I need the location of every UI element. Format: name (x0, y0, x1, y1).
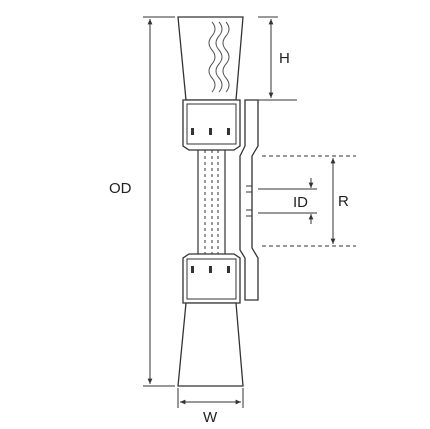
id-label: ID (293, 194, 308, 211)
lower-filament-bundle (177, 302, 244, 387)
side-plate (239, 99, 259, 301)
h-label: H (279, 50, 290, 67)
lower-retaining-cup (182, 253, 241, 304)
id-dimension (258, 178, 317, 224)
od-label: OD (109, 180, 132, 197)
w-label: W (203, 409, 218, 426)
upper-filament-bundle (177, 16, 244, 101)
r-label: R (338, 193, 349, 210)
r-dimension (262, 155, 356, 247)
od-dimension (143, 16, 175, 387)
w-dimension (177, 388, 244, 408)
center-hub (197, 150, 226, 254)
h-dimension (258, 16, 297, 101)
upper-retaining-cup (182, 99, 241, 151)
